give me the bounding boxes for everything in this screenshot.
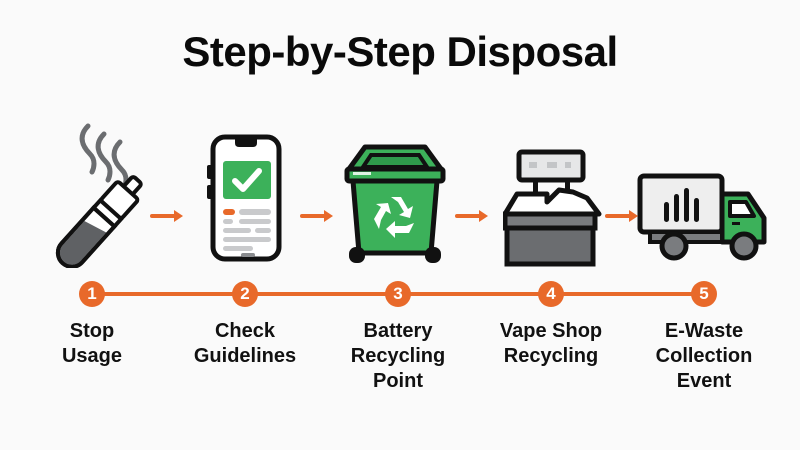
arrow-right-icon [605, 210, 638, 222]
step-label-line: Vape Shop [499, 320, 603, 342]
page-title: Step-by-Step Disposal [182, 28, 618, 75]
step-label-2: Check Guidelines [170, 319, 320, 369]
step-label-line: Stop [69, 320, 115, 342]
step-label-3: Battery Recycling Point [323, 319, 473, 394]
recycling-bin-icon [344, 144, 446, 263]
step-label-line: Guidelines [193, 345, 297, 367]
step-label-4: Vape Shop Recycling [476, 319, 626, 369]
step-label-line: Usage [61, 345, 123, 367]
step-label-1: Stop Usage [17, 319, 167, 369]
step-label-line: E-Waste [664, 320, 744, 342]
step-label-line: Point [373, 370, 423, 392]
step-number-4: 4 [538, 281, 564, 307]
arrow-right-icon [150, 210, 183, 222]
step-number-5: 5 [691, 281, 717, 307]
step-number-1: 1 [79, 281, 105, 307]
step-label-line: Battery [363, 320, 433, 342]
step-label-line: Event [676, 370, 732, 392]
smartphone-checkmark-icon [207, 134, 282, 262]
step-label-line: Recycling [503, 345, 599, 367]
step-number-2: 2 [232, 281, 258, 307]
arrow-right-icon [455, 210, 488, 222]
step-label-line: Collection [655, 345, 753, 367]
step-number-3: 3 [385, 281, 411, 307]
step-label-line: Recycling [350, 345, 446, 367]
step-label-5: E-Waste Collection Event [629, 319, 779, 394]
arrow-right-icon [300, 210, 333, 222]
step-label-line: Check [214, 320, 276, 342]
shop-counter-icon [503, 149, 602, 267]
collection-truck-icon [637, 173, 767, 261]
vape-pen-icon [55, 123, 143, 268]
